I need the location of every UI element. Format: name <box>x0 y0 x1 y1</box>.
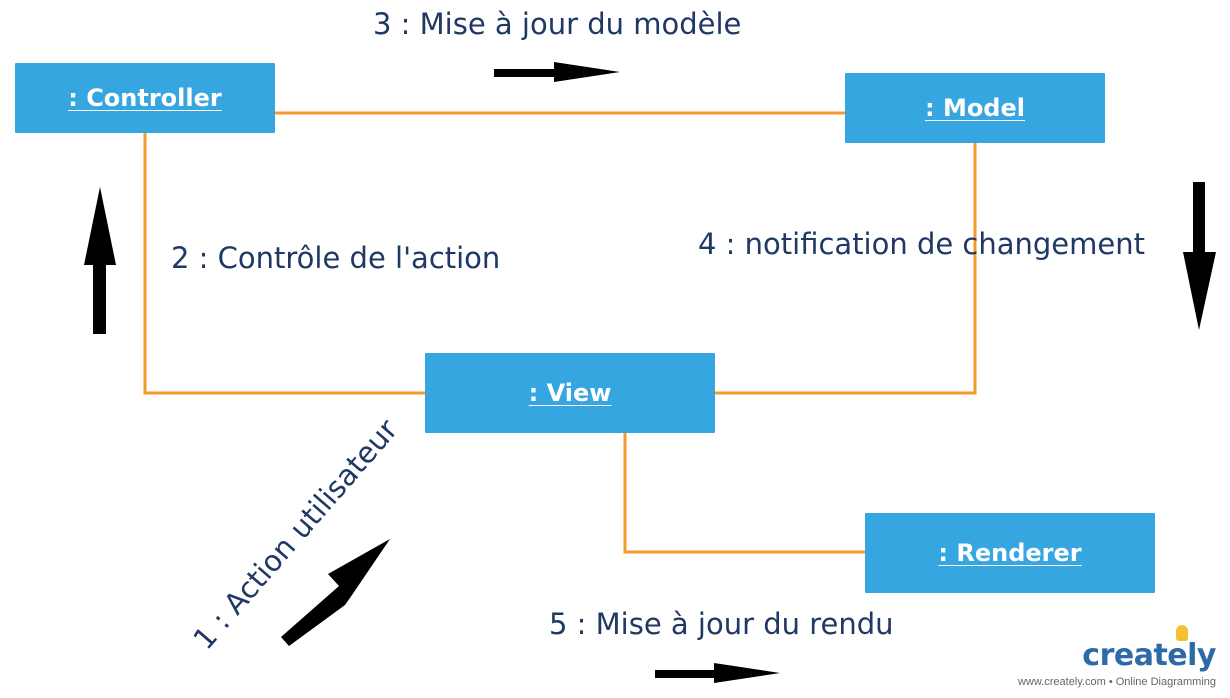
arrow-right-icon <box>494 62 620 82</box>
message-4-label: 4 : notification de changement <box>698 227 1145 261</box>
connector-view-renderer <box>623 433 865 554</box>
message-5-label: 5 : Mise à jour du rendu <box>549 607 894 641</box>
message-3-label: 3 : Mise à jour du modèle <box>373 7 742 41</box>
connector-model-view <box>715 143 977 395</box>
node-model[interactable]: : Model <box>845 73 1105 143</box>
arrow-down-icon <box>1183 182 1216 330</box>
arrow-right-icon-bottom <box>655 663 780 683</box>
creately-tagline: www.creately.com • Online Diagramming <box>1017 676 1216 688</box>
lightbulb-icon <box>1176 625 1188 641</box>
node-model-label: : Model <box>924 94 1025 122</box>
node-controller[interactable]: : Controller <box>15 63 275 133</box>
node-controller-label: : Controller <box>68 84 222 112</box>
creately-logo: creately <box>1082 638 1216 673</box>
arrow-diagonal-icon <box>281 539 390 646</box>
arrow-up-icon <box>84 187 116 334</box>
node-renderer-label: : Renderer <box>938 539 1082 567</box>
node-view[interactable]: : View <box>425 353 715 433</box>
node-view-label: : View <box>528 379 612 407</box>
node-renderer[interactable]: : Renderer <box>865 513 1155 593</box>
connector-controller-view <box>143 133 425 395</box>
message-2-label: 2 : Contrôle de l'action <box>171 241 501 275</box>
